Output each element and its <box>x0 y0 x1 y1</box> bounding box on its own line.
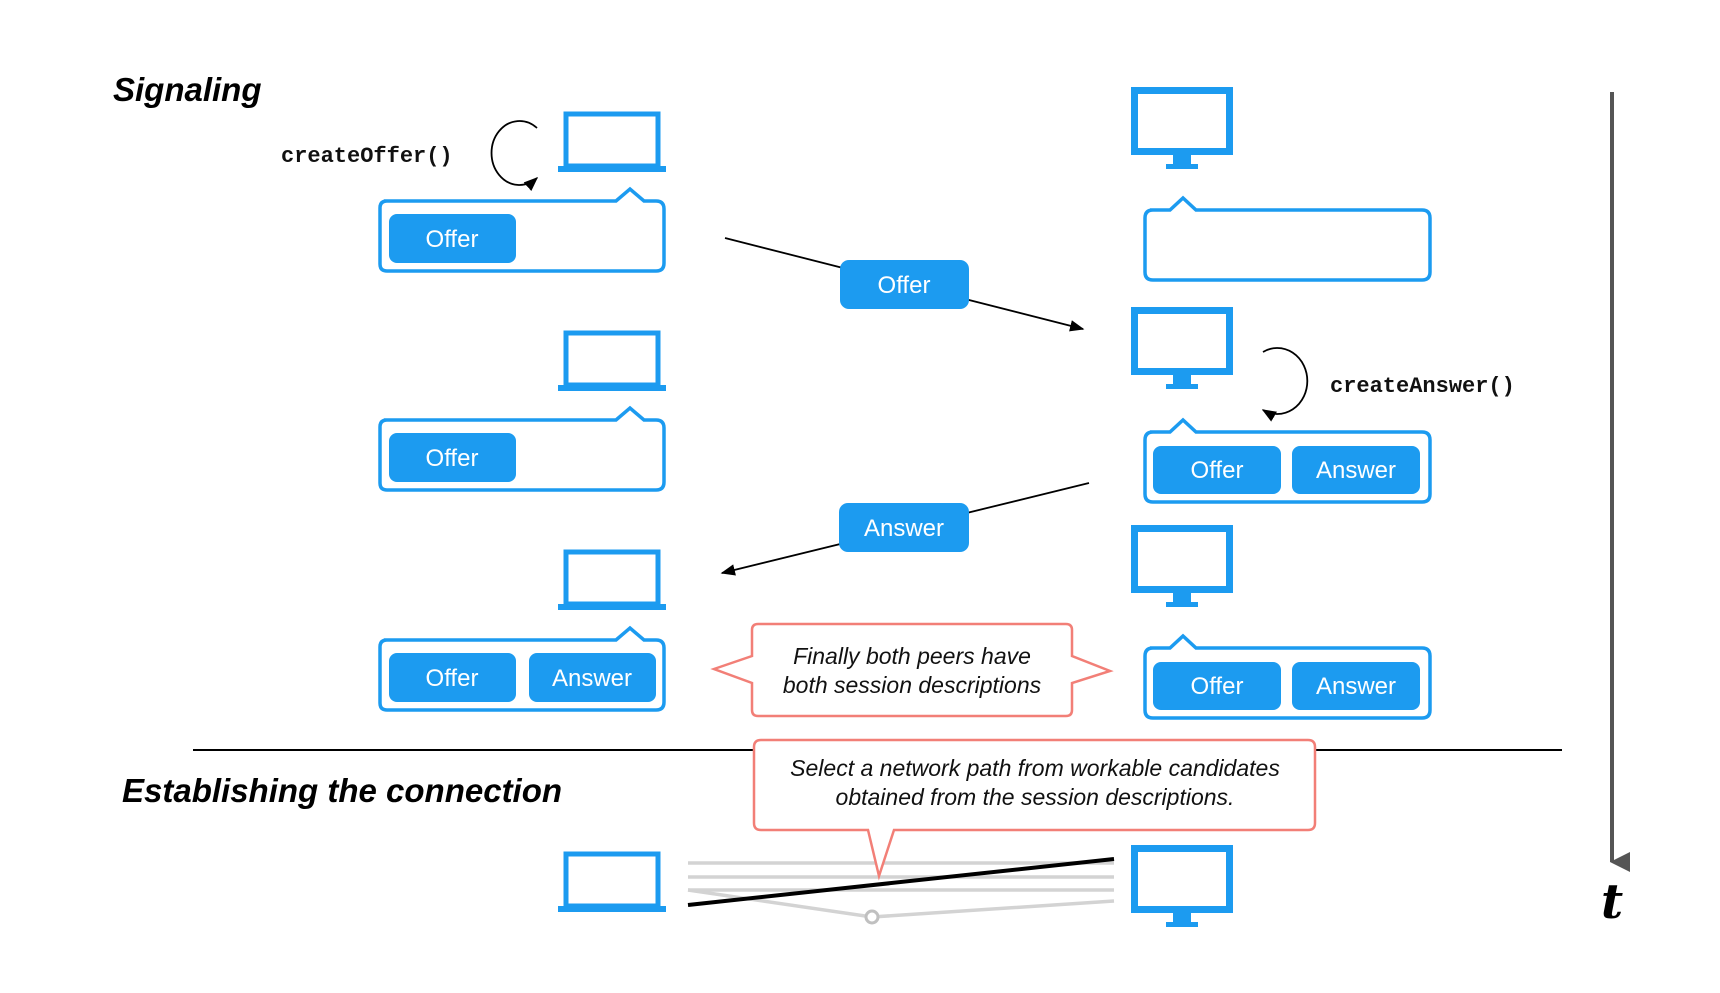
callee-empty-bubble <box>1143 195 1432 282</box>
offer-pill <box>389 653 516 702</box>
offer-pill-label: Offer <box>426 226 479 253</box>
create-offer-loop-arrow <box>490 120 539 191</box>
offer-pill-label: Offer <box>426 665 479 692</box>
offer-in-transit-label: Offer <box>878 272 931 299</box>
offer-pill <box>1153 446 1281 494</box>
offer-in-transit-pill <box>840 260 969 309</box>
both-peers-note <box>710 622 1114 718</box>
select-path-note-line2: obtained from the session descriptions. <box>836 784 1235 810</box>
select-path-note <box>752 738 1317 881</box>
create-answer-loop-arrow <box>1261 347 1309 422</box>
both-peers-note-line2: both session descriptions <box>783 672 1042 698</box>
offer-pill-label: Offer <box>1191 457 1244 484</box>
time-axis-label: t <box>1601 874 1623 930</box>
answer-pill <box>1292 662 1420 710</box>
establishing-connection-heading: Establishing the connection <box>122 772 562 809</box>
answer-pill <box>529 653 656 702</box>
monitor-icon <box>1131 307 1233 389</box>
offer-pill-label: Offer <box>1191 673 1244 700</box>
laptop-icon <box>558 552 666 610</box>
answer-in-transit-pill <box>839 503 969 552</box>
answer-pill <box>1292 446 1420 494</box>
answer-pill-label: Answer <box>552 665 632 692</box>
offer-pill <box>389 214 516 263</box>
offer-pill <box>389 433 516 482</box>
laptop-icon <box>558 854 666 912</box>
offer-pill <box>1153 662 1281 710</box>
select-path-note-line1: Select a network path from workable cand… <box>790 755 1280 781</box>
monitor-icon <box>1131 525 1233 607</box>
laptop-icon <box>558 114 666 172</box>
laptop-icon <box>558 333 666 391</box>
both-peers-note-line1: Finally both peers have <box>793 643 1031 669</box>
create-offer-call: createOffer() <box>281 144 453 169</box>
monitor-icon <box>1131 845 1233 927</box>
selected-network-path <box>687 857 1115 907</box>
create-answer-call: createAnswer() <box>1330 374 1515 399</box>
answer-in-transit-label: Answer <box>864 515 944 542</box>
candidate-paths <box>687 861 1115 925</box>
offer-pill-label: Offer <box>426 445 479 472</box>
signaling-heading: Signaling <box>113 71 262 108</box>
answer-pill-label: Answer <box>1316 457 1396 484</box>
answer-pill-label: Answer <box>1316 673 1396 700</box>
monitor-icon <box>1131 87 1233 169</box>
